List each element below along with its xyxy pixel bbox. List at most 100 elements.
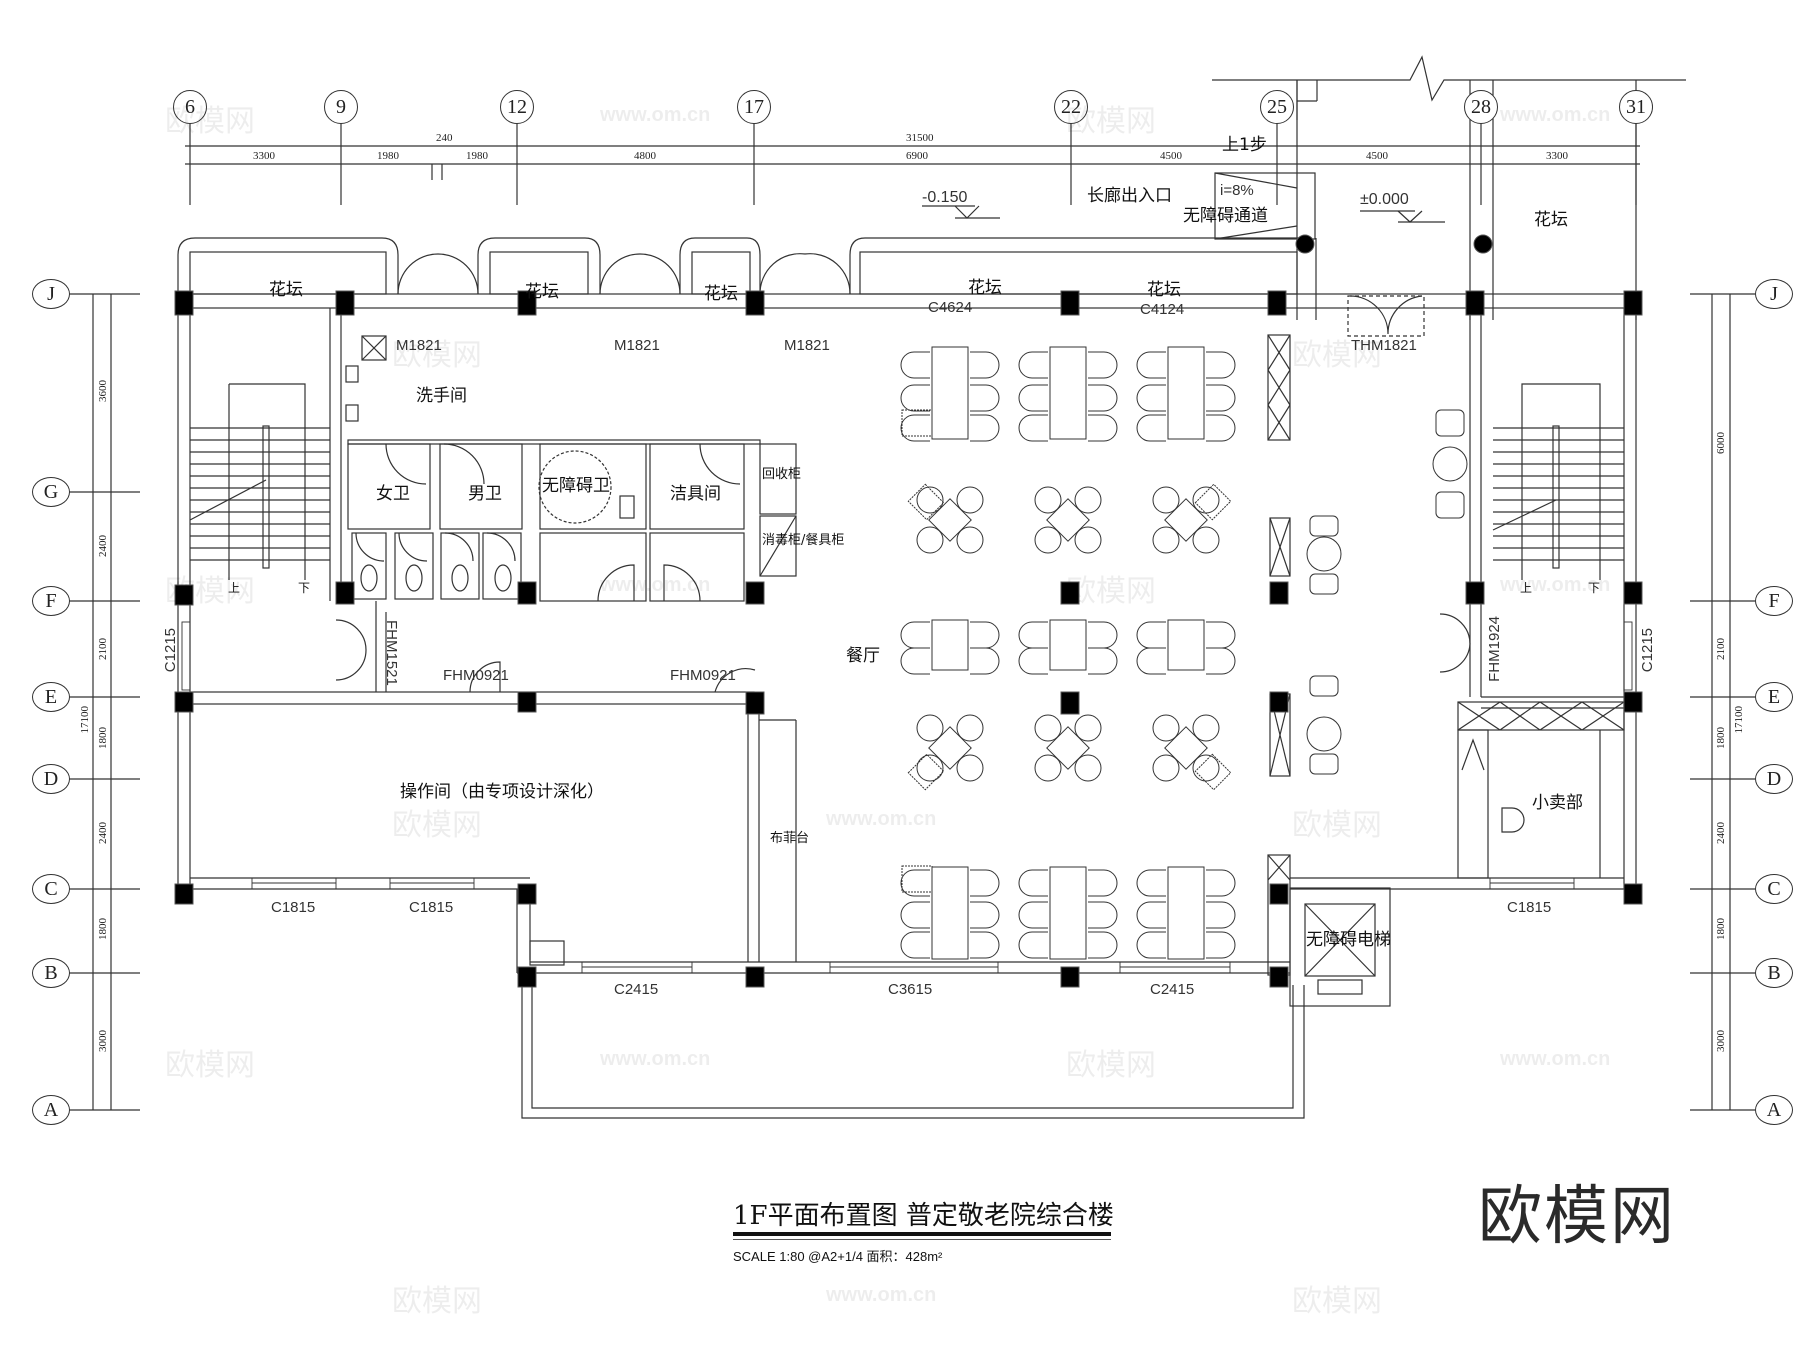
- stair-right: [1469, 308, 1636, 709]
- door-code: FHM0921: [443, 667, 509, 684]
- dimension-segment: 3000: [97, 1030, 109, 1052]
- dimension-segment: 1800: [1715, 918, 1727, 940]
- dimension-segment: 1800: [97, 918, 109, 940]
- room-label-female-wc: 女卫: [376, 484, 410, 504]
- corridor-entrance-label: 长廊出入口: [1087, 186, 1172, 206]
- column-axis-bubble: 6: [173, 90, 207, 124]
- dimension-segment: 1800: [1715, 727, 1727, 749]
- ramp-label: 无障碍通道: [1183, 206, 1268, 226]
- ramp-slope: i=8%: [1220, 182, 1254, 199]
- top-dimension-lines: [185, 122, 1640, 205]
- dimension-segment: 4500: [1160, 150, 1182, 162]
- window-code: C1815: [271, 899, 316, 916]
- dimension-segment: 2400: [97, 535, 109, 557]
- window-code: C1815: [1507, 899, 1552, 916]
- dimension-segment: 1980: [377, 150, 399, 162]
- column-axis-bubble: 17: [737, 90, 771, 124]
- room-label-elevator: 无障碍电梯: [1306, 930, 1391, 950]
- row-axis-bubble: J: [32, 279, 70, 309]
- door-code: THM1821: [1351, 337, 1417, 354]
- title-underline: [733, 1232, 1111, 1236]
- structural-columns: [174, 234, 1643, 988]
- row-axis-bubble: G: [32, 477, 70, 507]
- room-label-accessible-wc: 无障碍卫: [542, 476, 610, 496]
- room-label-male-wc: 男卫: [468, 484, 502, 504]
- dimension-segment: 3300: [253, 150, 275, 162]
- room-label-washroom: 洗手间: [416, 386, 467, 406]
- row-axis-bubble: E: [1755, 682, 1793, 712]
- window-code: C1815: [409, 899, 454, 916]
- dimension-segment: 6000: [1715, 432, 1727, 454]
- dimension-segment: 6900: [906, 150, 928, 162]
- window-code: C4624: [928, 299, 973, 316]
- stair-up-label: 上: [1520, 581, 1533, 595]
- row-axis-bubble: E: [32, 682, 70, 712]
- toilet-block: [345, 335, 797, 602]
- level-outside: -0.150: [922, 189, 968, 206]
- dimension-overall: 17100: [1733, 706, 1745, 734]
- shop-kiosk: [1439, 613, 1625, 879]
- column-axis-bubble: 28: [1464, 90, 1498, 124]
- window-code: C2415: [1150, 981, 1195, 998]
- drawing-title: 1F平面布置图 普定敬老院综合楼: [733, 1201, 1114, 1231]
- room-label-shop: 小卖部: [1532, 793, 1583, 813]
- window-openings: [181, 621, 1633, 974]
- column-axis-bubble: 9: [324, 90, 358, 124]
- dimension-partial: 240: [436, 132, 453, 144]
- stair-left: [189, 308, 342, 601]
- row-axis-bubble: C: [1755, 874, 1793, 904]
- window-code: C3615: [888, 981, 933, 998]
- door-code: M1821: [396, 337, 442, 354]
- title-underline-thin: [733, 1239, 1111, 1240]
- stair-down-label: 下: [298, 581, 311, 595]
- row-axis-bubble: D: [32, 764, 70, 794]
- room-label-janitor: 洁具间: [670, 484, 721, 504]
- dining-chairs: [900, 351, 1465, 959]
- planter-label: 花坛: [968, 278, 1002, 298]
- room-label-dining-hall: 餐厅: [846, 646, 880, 666]
- column-axis-bubble: 12: [500, 90, 534, 124]
- door-code: FHM1521: [383, 620, 400, 686]
- window-code: C4124: [1140, 301, 1185, 318]
- row-axis-bubble: A: [1755, 1095, 1793, 1125]
- dimension-segment: 2400: [97, 822, 109, 844]
- door-code: M1821: [614, 337, 660, 354]
- row-axis-bubble: F: [32, 586, 70, 616]
- room-label-kitchen: 操作间（由专项设计深化）: [400, 782, 604, 802]
- dimension-segment: 3600: [97, 380, 109, 402]
- dimension-segment: 1800: [97, 727, 109, 749]
- dimension-segment: 2100: [1715, 638, 1727, 660]
- stair-down-label: 下: [1588, 581, 1601, 595]
- planter-label: 花坛: [1147, 280, 1181, 300]
- step-up-label: 上1步: [1222, 135, 1267, 155]
- row-axis-bubble: B: [1755, 958, 1793, 988]
- window-code: C1215: [1639, 628, 1656, 673]
- column-axis-bubble: 22: [1054, 90, 1088, 124]
- window-code: C2415: [614, 981, 659, 998]
- planter-label: 花坛: [704, 284, 738, 304]
- row-axis-bubble: C: [32, 874, 70, 904]
- right-dimension-lines: [1690, 293, 1755, 1111]
- row-axis-bubble: B: [32, 958, 70, 988]
- left-dimension-lines: [68, 293, 140, 1111]
- row-axis-bubble: D: [1755, 764, 1793, 794]
- dimension-segment: 2400: [1715, 822, 1727, 844]
- dimension-segment: 1980: [466, 150, 488, 162]
- brand-logo: 欧模网: [1478, 1180, 1676, 1254]
- level-inside: ±0.000: [1360, 191, 1409, 208]
- dimension-segment: 4500: [1366, 150, 1388, 162]
- label-buffet: 布菲台: [770, 831, 810, 846]
- elevator-shaft: [1267, 295, 1425, 1007]
- dimension-overall: 17100: [79, 706, 91, 734]
- row-axis-bubble: F: [1755, 586, 1793, 616]
- dining-tables: [928, 346, 1468, 960]
- column-axis-bubble: 25: [1260, 90, 1294, 124]
- planter-label: 花坛: [1534, 210, 1568, 230]
- dimension-overall: 31500: [906, 132, 934, 144]
- scale-note: SCALE 1:80 @A2+1/4 面积：428m²: [733, 1249, 943, 1264]
- row-axis-bubble: A: [32, 1095, 70, 1125]
- planter-label: 花坛: [269, 280, 303, 300]
- dimension-segment: 4800: [634, 150, 656, 162]
- label-sterilizer-cabinet: 消毒柜/餐具柜: [762, 533, 845, 548]
